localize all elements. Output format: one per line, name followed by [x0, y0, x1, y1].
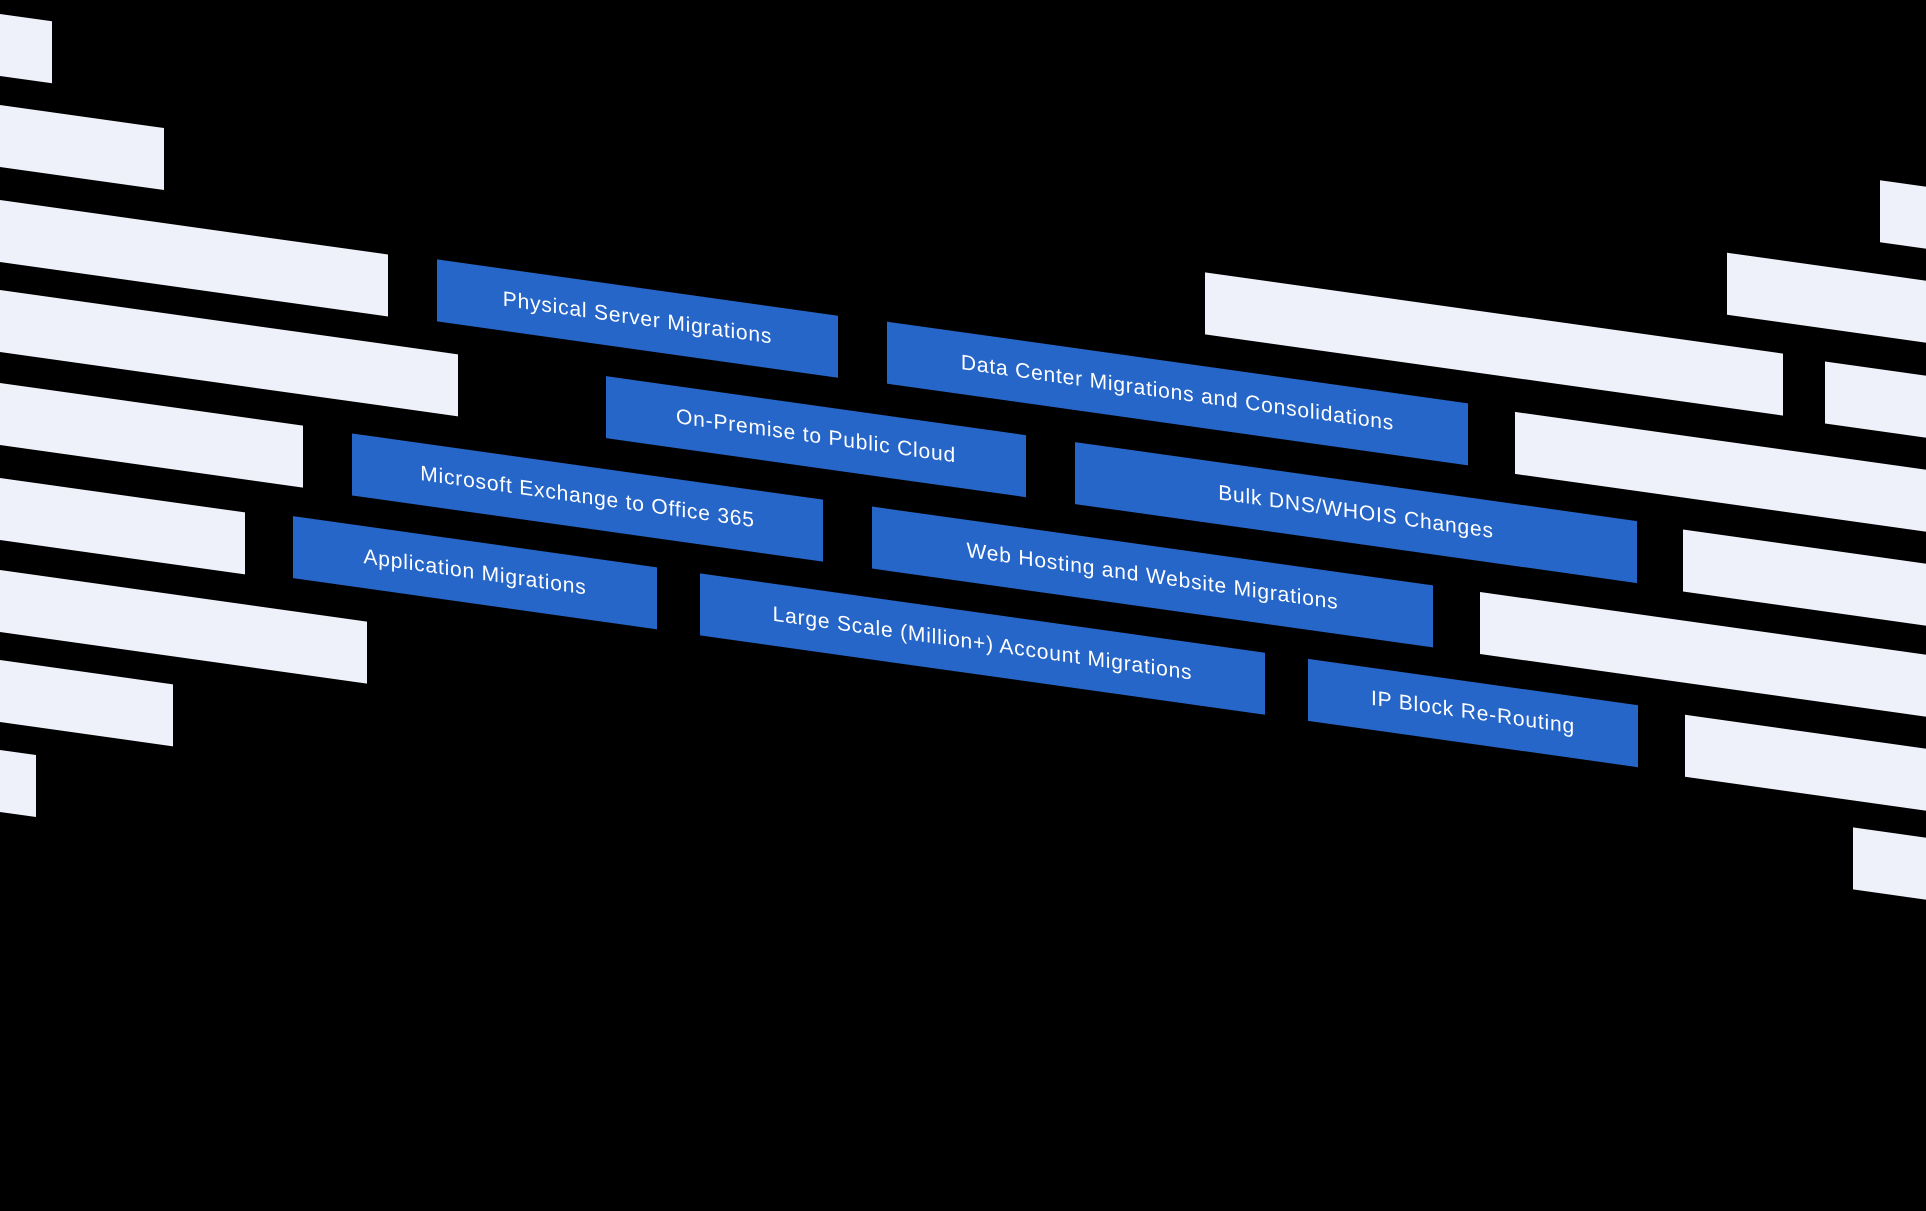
decorative-bar	[1880, 180, 1926, 262]
service-bar-label: Bulk DNS/WHOIS Changes	[1218, 481, 1494, 543]
decorative-bar	[0, 103, 164, 191]
decorative-bar	[1853, 827, 1926, 912]
service-bar-label: Data Center Migrations and Consolidation…	[960, 351, 1395, 435]
decorative-bar	[0, 568, 367, 684]
service-bar-physical-server-migrations: Physical Server Migrations	[437, 259, 838, 378]
decorative-bar	[0, 476, 245, 575]
service-bar-ip-block-re-routing: IP Block Re-Routing	[1308, 658, 1638, 768]
decorative-bar	[1727, 252, 1926, 355]
service-bar-label: Physical Server Migrations	[502, 287, 773, 349]
decorative-bar	[0, 12, 52, 84]
decorative-bar	[0, 658, 173, 747]
service-bar-label: Large Scale (Million+) Account Migration…	[772, 602, 1193, 685]
decorative-bar	[1683, 529, 1926, 637]
service-bar-label: On-Premise to Public Cloud	[676, 405, 956, 468]
service-bar-label: IP Block Re-Routing	[1371, 686, 1575, 739]
service-bar-application-migrations: Application Migrations	[293, 516, 657, 630]
service-bar-label: Application Migrations	[363, 545, 587, 600]
service-bar-label: Web Hosting and Website Migrations	[966, 538, 1339, 615]
service-bar-label: Microsoft Exchange to Office 365	[420, 462, 755, 533]
decorative-bar	[1825, 361, 1926, 449]
decorative-bar	[0, 381, 303, 488]
decorative-bar	[0, 748, 36, 818]
decorative-bar	[1685, 714, 1926, 822]
